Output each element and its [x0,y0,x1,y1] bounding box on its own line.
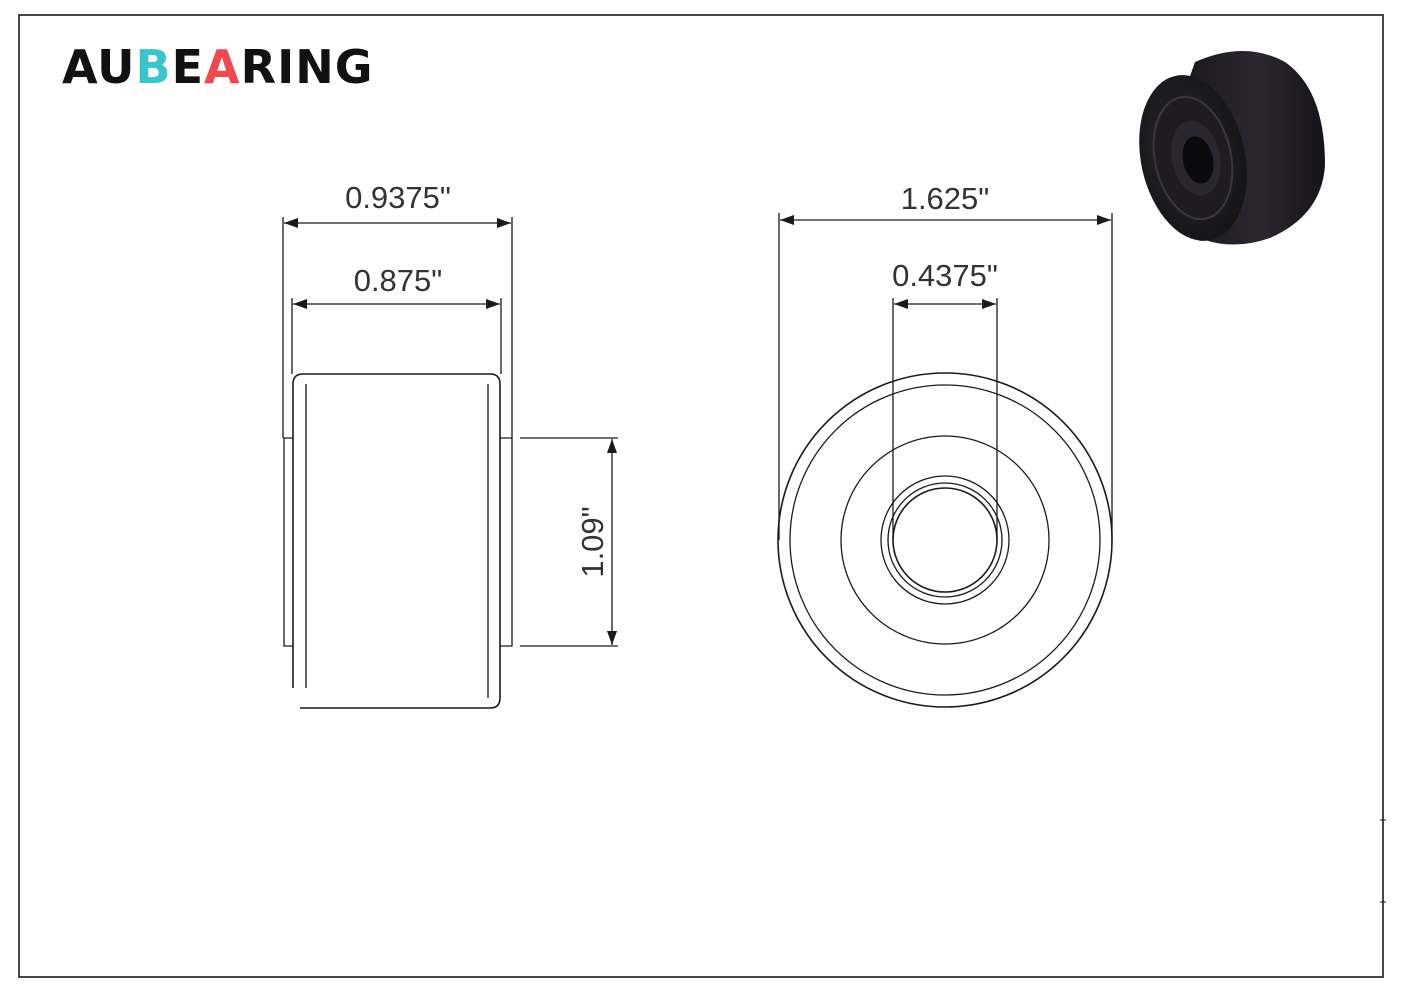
logo-part: RING [240,40,374,94]
bore-circle [892,487,998,593]
product-render [1139,51,1325,245]
outer-chamfer-circle [789,384,1101,696]
inner-ring-right-stub [500,437,513,647]
inner-ring-left-stub [283,437,293,647]
logo-part: AU [62,40,136,94]
brand-logo: AUBEARING [62,44,373,90]
dimension-label-side-height: 1.09" [575,506,610,577]
outer-diameter-circle [777,372,1113,708]
logo-part: B [135,40,172,94]
dimension-label-outer-width: 0.875" [354,263,443,298]
front-view: 1.625" 0.4375" [777,181,1113,708]
side-view: 0.9375" 0.875" 1.09" [282,180,618,709]
logo-part: A [204,40,241,94]
dimension-label-outer-diameter: 1.625" [901,181,990,216]
bore-chamfer-circle [887,482,1003,598]
inner-ring-circle [880,475,1010,605]
raceway-circle [840,435,1050,645]
logo-part: E [171,40,205,94]
dimension-label-bore-diameter: 0.4375" [892,258,998,293]
dimension-label-overall-width: 0.9375" [345,180,451,215]
sheet-border [18,14,1384,978]
outer-ring-outline [292,373,501,709]
